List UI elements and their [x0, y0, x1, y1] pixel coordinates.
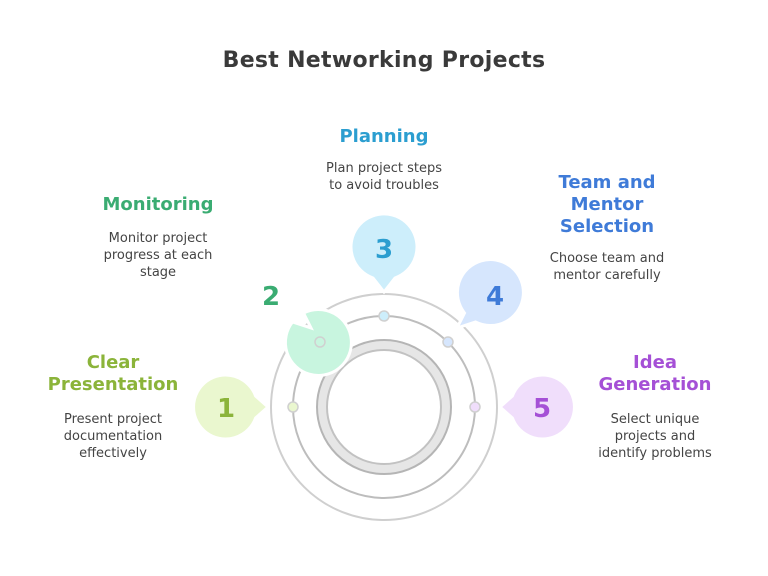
step-4-bubble [454, 258, 525, 331]
step-3-bubble [349, 212, 419, 295]
step-3-badge: 3 [349, 212, 419, 322]
step-2-badge: 2 [262, 282, 353, 377]
step-1-number: 1 [217, 394, 235, 424]
step-4-number: 4 [486, 282, 504, 312]
step-2-heading: Monitoring [102, 194, 214, 215]
step-1-bubble [192, 373, 271, 441]
step-5-bubble [497, 373, 576, 441]
step-1-description: Present project documentation effectivel… [63, 412, 163, 461]
step-2-description: Monitor project progress at each stage [103, 231, 213, 280]
step-5-heading: Idea Generation [598, 352, 712, 395]
step-5-number: 5 [533, 394, 551, 424]
step-5-connector-dot [469, 401, 481, 413]
step-5-badge: 5 [469, 373, 576, 441]
step-3-heading: Planning [339, 126, 429, 147]
step-3-description: Plan project steps to avoid troubles [326, 161, 442, 193]
step-4-badge: 4 [442, 258, 525, 348]
step-2-connector-dot [314, 336, 326, 348]
step-1-badge: 1 [192, 373, 299, 441]
step-3-connector-dot [378, 310, 390, 322]
step-4-connector-dot [442, 336, 454, 348]
step-2-number: 2 [262, 282, 280, 312]
step-4-heading: Team and Mentor Selection [558, 172, 656, 237]
core-circle [326, 349, 442, 465]
step-5-description: Select unique projects and identify prob… [598, 412, 712, 461]
step-3-number: 3 [375, 235, 393, 265]
page-title: Best Networking Projects [222, 48, 546, 73]
step-4-description: Choose team and mentor carefully [549, 251, 665, 283]
step-1-connector-dot [287, 401, 299, 413]
step-1-heading: Clear Presentation [47, 352, 179, 395]
